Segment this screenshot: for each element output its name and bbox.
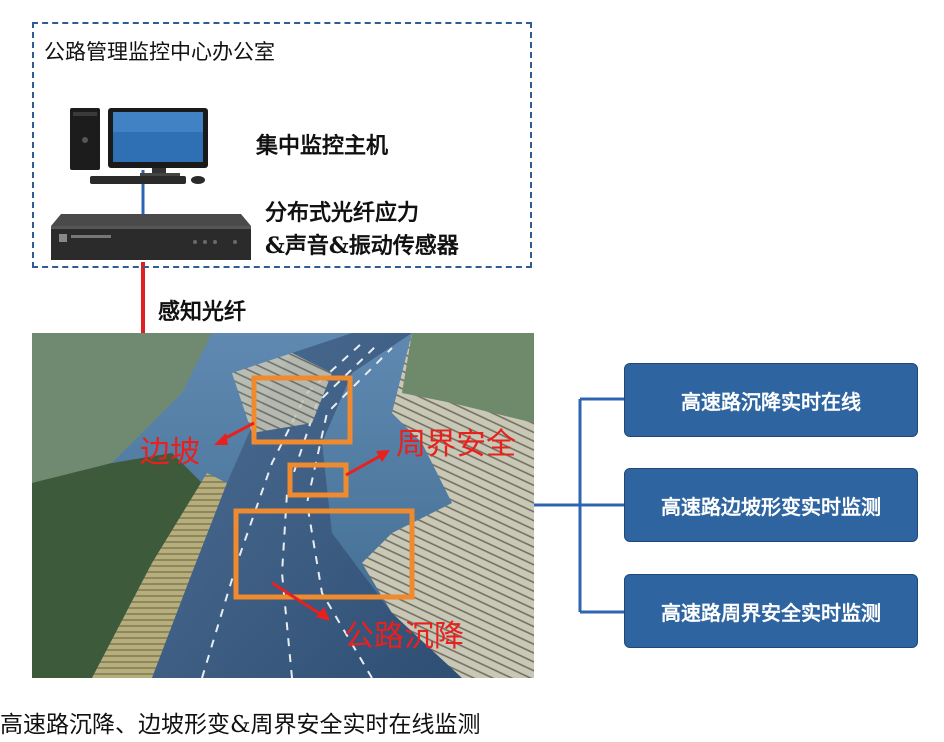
highway-aerial-photo: 边坡 周界安全 公路沉降 — [32, 333, 534, 678]
figure-caption: 高速路沉降、边坡形变&周界安全实时在线监测 — [0, 712, 481, 738]
host-label: 集中监控主机 — [256, 133, 389, 159]
settlement-annotation: 公路沉降 — [344, 619, 464, 654]
fiber-label: 感知光纤 — [158, 299, 247, 325]
app-perimeter-monitoring: 高速路周界安全实时监测 — [624, 574, 918, 648]
office-title: 公路管理监控中心办公室 — [44, 40, 275, 64]
slope-highlight-box — [251, 375, 353, 445]
app-settlement-monitoring: 高速路沉降实时在线 — [624, 363, 918, 437]
perimeter-annotation: 周界安全 — [396, 427, 516, 462]
sensor-label-line2: &声音&振动传感器 — [265, 233, 459, 259]
sensor-label-line1: 分布式光纤应力 — [265, 200, 420, 226]
monitoring-office-box — [32, 22, 532, 268]
settlement-highlight-box — [233, 508, 415, 600]
slope-annotation: 边坡 — [140, 435, 200, 470]
fiber-sensor-unit-icon — [51, 214, 251, 260]
computer-icon — [70, 108, 208, 184]
perimeter-highlight-box — [287, 462, 349, 498]
app-slope-monitoring: 高速路边坡形变实时监测 — [624, 468, 918, 542]
